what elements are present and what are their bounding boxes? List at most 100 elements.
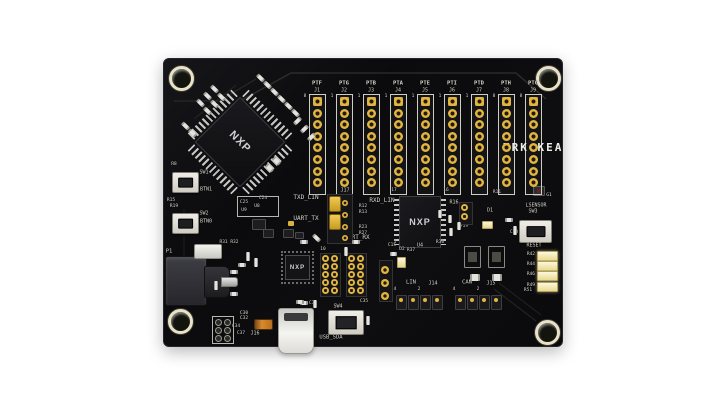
header-pin: [447, 166, 457, 176]
header-pin: [474, 178, 484, 188]
passive-component: [457, 222, 461, 230]
can-connector-pin: [491, 295, 502, 310]
silk-label: 16: [443, 187, 449, 193]
power-jack: [165, 256, 207, 306]
header-pin: [312, 155, 322, 164]
header-J6: [444, 94, 461, 195]
silk-label: R49: [526, 282, 535, 288]
header-pin: [447, 97, 457, 106]
silk-label: USB_SDA: [319, 334, 343, 341]
small-ic: [263, 229, 274, 238]
mounting-hole-top-left: [169, 66, 194, 91]
passive-component: [238, 263, 246, 267]
header-pin: [381, 279, 389, 287]
header-pin: [447, 108, 457, 118]
aux-header-outline: [212, 316, 234, 344]
silk-label: J16: [250, 330, 260, 337]
jumper-shunt: [329, 196, 341, 212]
lin-connector-pin: [408, 295, 419, 310]
header-pin: [501, 120, 511, 130]
header-pin: [322, 271, 329, 278]
silk-label: U9: [241, 207, 247, 213]
silk-label: C32: [239, 315, 249, 321]
header-pin: [348, 287, 355, 294]
header-J5: [417, 94, 434, 195]
silk-label: J4: [394, 87, 402, 94]
nxp-logo: NXP: [409, 217, 431, 227]
header-pin: [366, 120, 376, 130]
passive-component: [505, 218, 513, 222]
header-pin: [528, 166, 538, 176]
header-pin: [393, 166, 403, 176]
header-pin: [393, 178, 403, 188]
header-pin: [501, 178, 511, 188]
silk-label: 1: [330, 93, 334, 99]
passive-component: [438, 210, 442, 218]
header-pin: [474, 108, 484, 118]
silk-label: BTN0: [199, 218, 213, 225]
header-pin: [331, 287, 338, 294]
led-D6: [537, 261, 558, 271]
tantalum-capacitor: [254, 319, 273, 330]
silk-label: R16: [449, 199, 459, 206]
silk-label: C34: [231, 323, 241, 329]
silk-label: SW3: [528, 208, 538, 215]
header-pin: [342, 212, 348, 218]
passive-component: [300, 301, 308, 305]
header-pin: [348, 279, 355, 286]
header-pin: [312, 178, 322, 188]
header-pin: [357, 263, 364, 270]
silk-label: J7: [475, 87, 483, 94]
header-pin: [501, 166, 511, 176]
sw2-button: [172, 213, 199, 234]
passive-component: [230, 292, 238, 296]
silk-label: U8: [254, 203, 260, 209]
header-pin: [339, 120, 349, 130]
passive-component: [470, 274, 480, 281]
silk-label: G1: [546, 192, 552, 198]
header-pin: [474, 143, 484, 153]
silk-label: U4: [416, 242, 424, 249]
silk-label: PTG: [339, 80, 349, 87]
silk-label: J9: [529, 87, 537, 94]
silk-label: R44: [526, 261, 535, 267]
header-pin: [528, 108, 538, 118]
silk-label: R8: [171, 161, 177, 167]
silk-label: PTH: [501, 80, 511, 87]
led-D5: [537, 251, 558, 261]
small-ic: [283, 229, 294, 238]
passive-component: [296, 300, 304, 304]
solder-pad: [194, 244, 222, 259]
passive-component: [449, 228, 453, 236]
header-pin: [447, 143, 457, 153]
white-led: [397, 257, 406, 268]
header-pin: [331, 279, 338, 286]
small-ic: [295, 232, 304, 239]
header-pin: [339, 155, 349, 164]
silk-label: J10: [459, 222, 469, 229]
header-J1: [309, 94, 326, 195]
silk-label: BTN1: [199, 186, 213, 193]
reset-button: [519, 220, 552, 243]
header-pin: [312, 131, 322, 141]
silk-label: R46: [526, 271, 535, 277]
silk-label: 1: [357, 93, 361, 99]
header-pin: [366, 108, 376, 118]
power-jack-pin: [221, 277, 238, 287]
silk-label: 4: [452, 286, 456, 292]
silk-label: PTD: [474, 80, 484, 87]
silk-label: R51: [523, 287, 533, 293]
header-pin: [420, 155, 430, 164]
regulator-chip: [488, 246, 505, 268]
lin-connector-pin: [396, 295, 407, 310]
mounting-hole-bottom-left: [168, 309, 193, 334]
silk-label: RESET: [526, 242, 542, 249]
header-pin: [420, 178, 430, 188]
header-pin: [357, 279, 364, 286]
header-pin: [366, 155, 376, 164]
passive-component: [352, 240, 360, 244]
header-pin: [501, 108, 511, 118]
header-pin: [331, 263, 338, 270]
header-pin: [474, 120, 484, 130]
silk-label: PTI: [447, 80, 457, 87]
